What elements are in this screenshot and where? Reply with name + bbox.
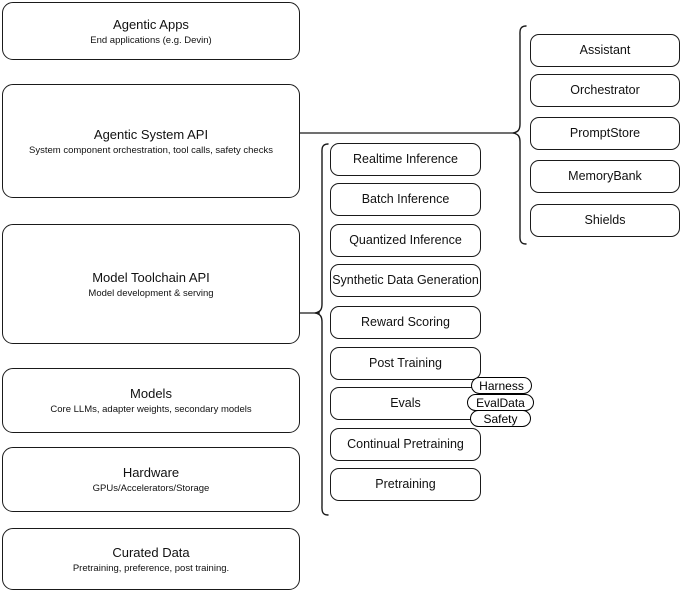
layer-title: Model Toolchain API: [92, 269, 210, 285]
stack-layer-agentic-apps[interactable]: Agentic Apps End applications (e.g. Devi…: [2, 2, 300, 60]
capability-label: Post Training: [369, 356, 442, 370]
badge-label: Harness: [479, 378, 524, 393]
layer-title: Agentic Apps: [113, 16, 189, 32]
middle-brace: [314, 143, 329, 516]
layer-title: Agentic System API: [93, 126, 209, 142]
component-label: Shields: [584, 213, 626, 227]
component-assistant[interactable]: Assistant: [530, 34, 680, 67]
right-brace: [512, 25, 527, 245]
layer-title: Hardware: [122, 465, 180, 480]
layer-subtitle: System component orchestration, tool cal…: [29, 144, 273, 156]
capability-label: Quantized Inference: [349, 233, 462, 247]
capability-label: Synthetic Data Generation: [332, 273, 479, 287]
capability-label: Batch Inference: [361, 192, 450, 206]
capability-label: Continual Pretraining: [347, 437, 464, 451]
component-orchestrator[interactable]: Orchestrator: [530, 74, 680, 107]
capability-realtime-inference[interactable]: Realtime Inference: [330, 143, 481, 176]
component-label: MemoryBank: [568, 169, 642, 183]
capability-reward-scoring[interactable]: Reward Scoring: [330, 306, 481, 339]
stack-layer-curated-data[interactable]: Curated Data Pretraining, preference, po…: [2, 528, 300, 590]
capability-evals[interactable]: Evals: [330, 387, 481, 420]
capability-batch-inference[interactable]: Batch Inference: [330, 183, 481, 216]
stack-layer-hardware[interactable]: Hardware GPUs/Accelerators/Storage: [2, 447, 300, 512]
evals-badge-harness[interactable]: Harness: [471, 377, 532, 394]
capability-label: Reward Scoring: [361, 315, 450, 329]
badge-label: EvalData: [476, 395, 525, 410]
capability-synthetic-data-generation[interactable]: Synthetic Data Generation: [330, 264, 481, 297]
component-memorybank[interactable]: MemoryBank: [530, 160, 680, 193]
stack-layer-agentic-system-api[interactable]: Agentic System API System component orch…: [2, 84, 300, 198]
layer-subtitle: GPUs/Accelerators/Storage: [92, 483, 210, 494]
evals-badge-safety[interactable]: Safety: [470, 410, 531, 427]
layer-subtitle: Core LLMs, adapter weights, secondary mo…: [50, 404, 252, 415]
component-label: Orchestrator: [570, 83, 640, 97]
capability-label: Evals: [390, 396, 421, 410]
component-label: Assistant: [579, 43, 631, 57]
badge-label: Safety: [483, 411, 518, 426]
evals-badge-evaldata[interactable]: EvalData: [467, 394, 534, 411]
capability-quantized-inference[interactable]: Quantized Inference: [330, 224, 481, 257]
component-label: PromptStore: [569, 126, 641, 140]
layer-subtitle: Model development & serving: [88, 287, 214, 299]
capability-label: Pretraining: [375, 477, 436, 491]
capability-pretraining[interactable]: Pretraining: [330, 468, 481, 501]
layer-subtitle: Pretraining, preference, post training.: [72, 562, 230, 574]
component-shields[interactable]: Shields: [530, 204, 680, 237]
capability-label: Realtime Inference: [353, 152, 458, 166]
stack-layer-model-toolchain-api[interactable]: Model Toolchain API Model development & …: [2, 224, 300, 344]
capability-continual-pretraining[interactable]: Continual Pretraining: [330, 428, 481, 461]
component-promptstore[interactable]: PromptStore: [530, 117, 680, 150]
layer-subtitle: End applications (e.g. Devin): [90, 34, 212, 46]
capability-post-training[interactable]: Post Training: [330, 347, 481, 380]
layer-title: Curated Data: [112, 544, 190, 560]
stack-layer-models[interactable]: Models Core LLMs, adapter weights, secon…: [2, 368, 300, 433]
layer-title: Models: [130, 386, 172, 401]
